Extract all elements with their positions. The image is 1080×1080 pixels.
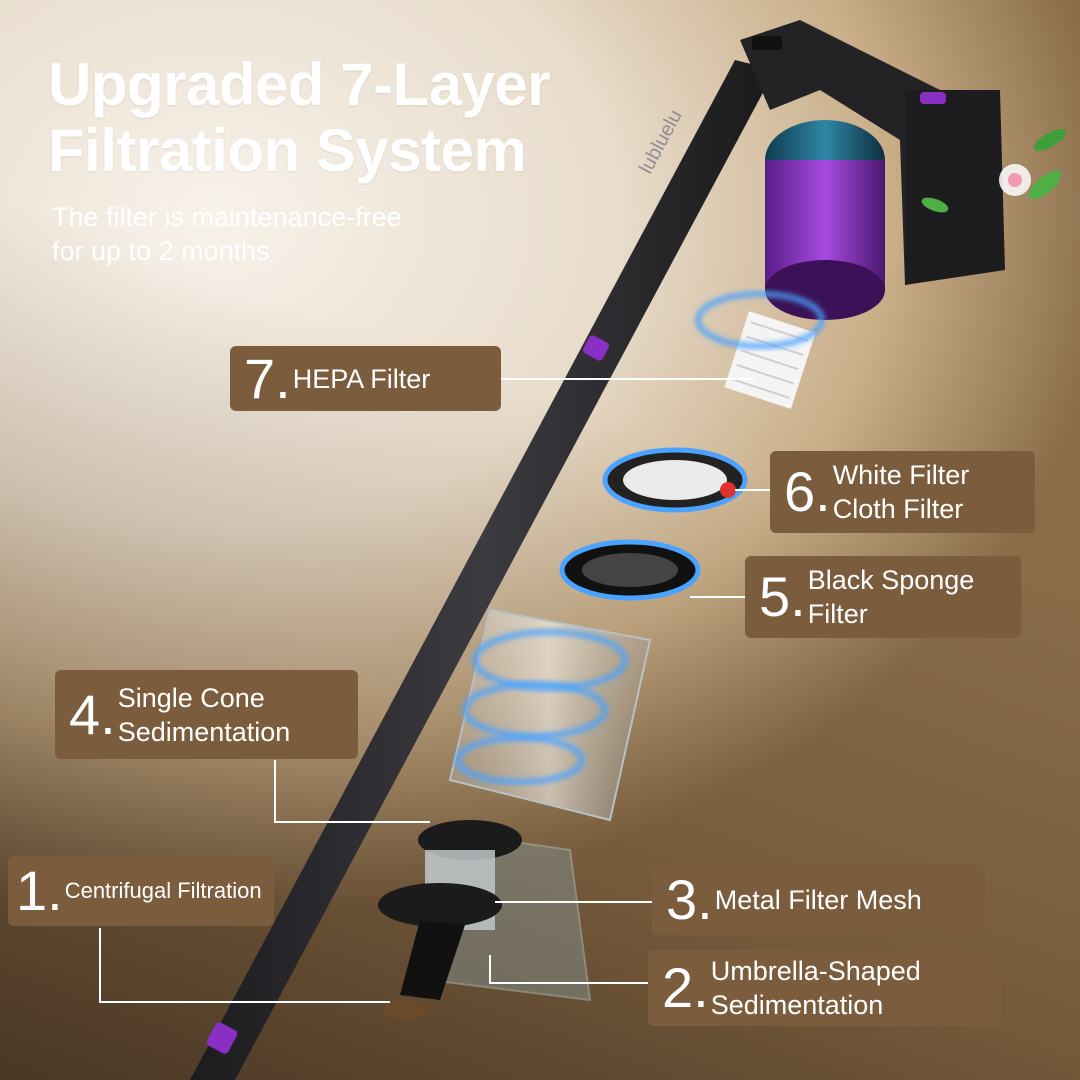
subtitle: The filter is maintenance-free for up to… [52,200,402,268]
title-line-1: Upgraded 7-Layer [48,51,551,118]
label-number: 5. [759,565,806,628]
title-line-2: Filtration System [48,117,527,184]
label-number: 3. [666,868,713,931]
label-white-filter-cloth: 6. White Filter Cloth Filter [770,451,1035,533]
label-centrifugal-filtration: 1. Centrifugal Filtration [8,856,274,926]
label-number: 6. [784,460,831,523]
subtitle-line-2: for up to 2 months [52,236,270,266]
label-text: Black Sponge Filter [807,565,975,629]
page-title: Upgraded 7-Layer Filtration System [48,51,551,184]
label-single-cone-sedimentation: 4. Single Cone Sedimentation [55,670,358,759]
vacuum-motor [765,120,885,320]
label-text: Centrifugal Filtration [64,878,262,903]
subtitle-line-1: The filter is maintenance-free [52,202,402,232]
label-umbrella-shaped-sedimentation: 2. Umbrella-Shaped Sedimentation [648,950,1001,1026]
label-text: Umbrella-Shaped Sedimentation [710,956,921,1020]
hepa-filter-graphic [695,291,825,409]
label-text: White Filter Cloth Filter [832,460,970,524]
label-hepa-filter: 7. HEPA Filter [230,346,501,411]
cyclone-cone-graphic [448,608,652,822]
cloth-sponge-filters-graphic [559,447,748,601]
label-number: 1. [16,859,63,922]
vacuum-handle [740,20,1005,285]
label-number: 2. [662,956,709,1019]
label-text: Single Cone Sedimentation [117,682,291,747]
label-number: 7. [244,346,291,410]
label-number: 4. [69,682,116,746]
airflow-decoration [921,129,1066,213]
label-black-sponge-filter: 5. Black Sponge Filter [745,556,1021,638]
label-text: Metal Filter Mesh [714,885,922,915]
dust-cup-graphic [378,820,592,1020]
label-text: HEPA Filter [292,363,431,394]
label-metal-filter-mesh: 3. Metal Filter Mesh [652,865,985,935]
